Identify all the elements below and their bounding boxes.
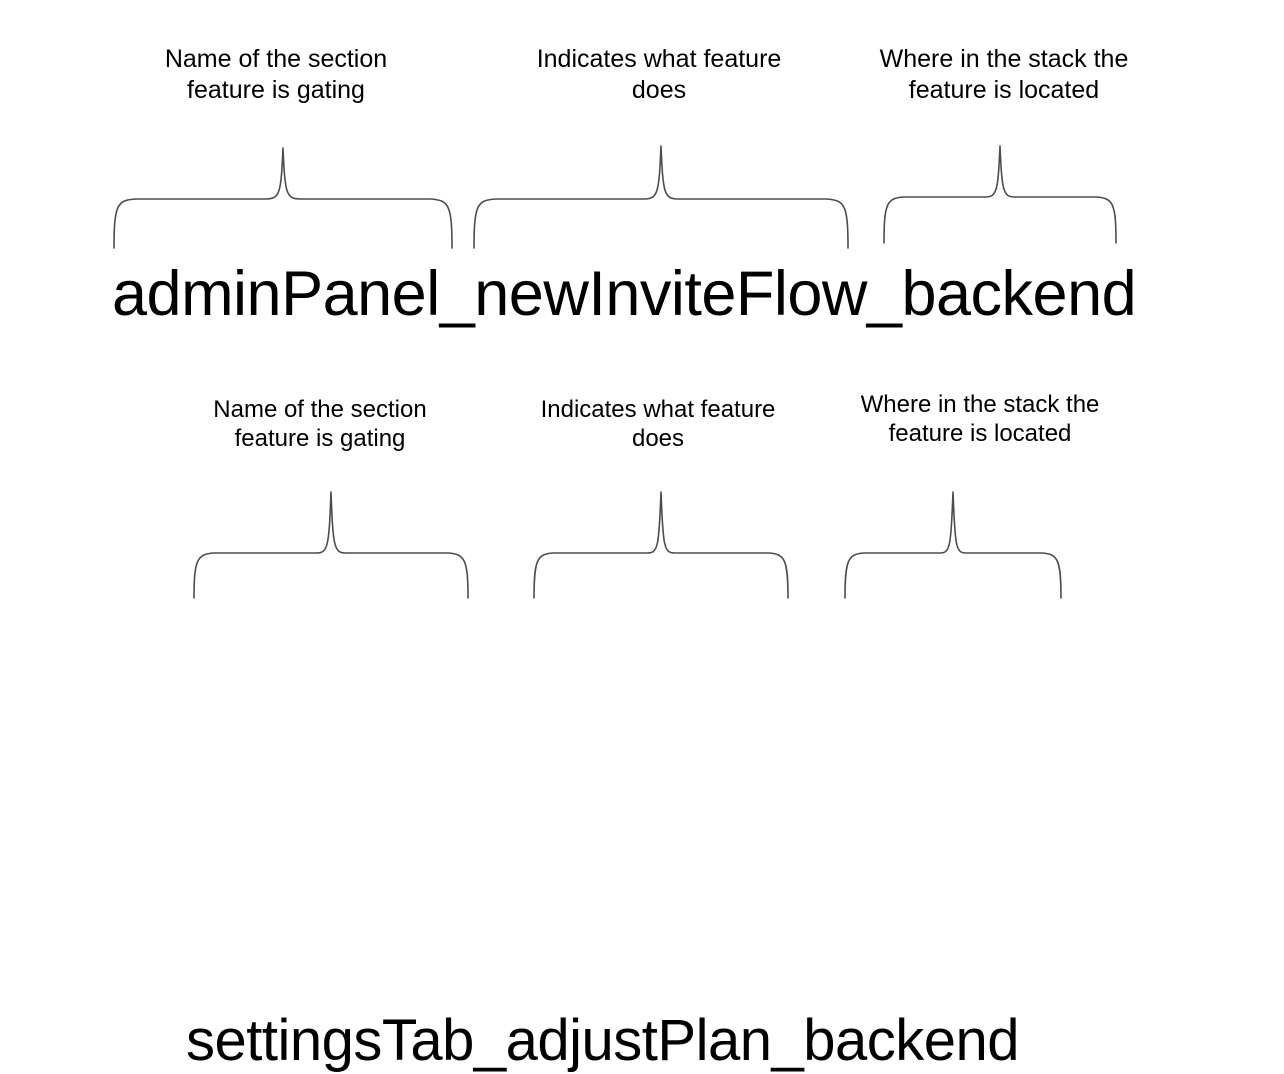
flag-annotation-row-2: Name of the section feature is gating In… xyxy=(0,380,1284,1073)
caption-row2-segment2: Indicates what feature does xyxy=(540,396,776,453)
caption-row1-segment3: Where in the stack the feature is locate… xyxy=(879,45,1129,104)
flag-annotation-row-1: Name of the section feature is gating In… xyxy=(0,0,1284,380)
caption-row2-segment3: Where in the stack the feature is locate… xyxy=(860,391,1100,448)
caption-row1-segment2: Indicates what feature does xyxy=(536,45,782,104)
feature-flag-name-row1: adminPanel_newInviteFlow_backend xyxy=(112,259,1137,329)
caption-row1-segment1: Name of the section feature is gating xyxy=(164,45,388,104)
caption-row2-segment1: Name of the section feature is gating xyxy=(213,396,427,453)
feature-flag-name-row2: settingsTab_adjustPlan_backend xyxy=(186,1008,1020,1073)
